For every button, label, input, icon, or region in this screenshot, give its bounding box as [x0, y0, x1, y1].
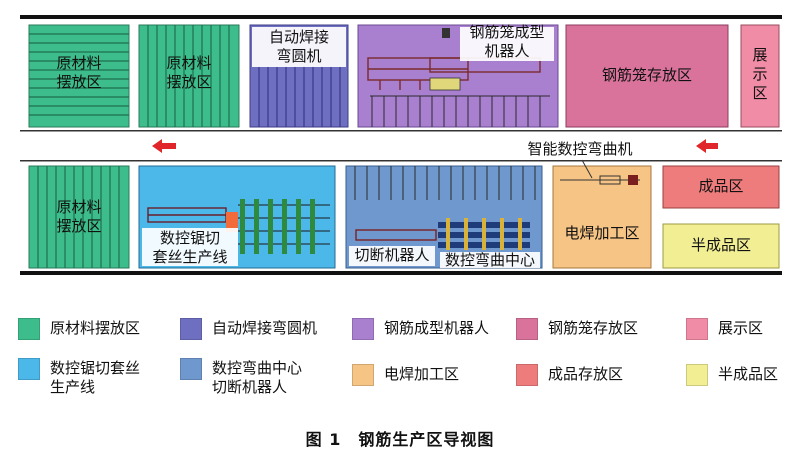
zone-raw-material-2 [138, 24, 240, 128]
label-cnc-bending-center: 数控弯曲中心 [444, 251, 535, 269]
legend-label: 钢筋笼存放区 [548, 319, 639, 337]
label-cage-forming-robot: 钢筋笼成型 机器人 [469, 23, 545, 60]
zone-finished-products [662, 165, 780, 209]
legend-label: 自动焊接弯圆机 [212, 319, 318, 337]
legend-item: 钢筋成型机器人 [352, 318, 489, 340]
legend-label: 数控弯曲中心 切断机器人 [212, 359, 303, 396]
zone-cnc-bending-center [345, 165, 543, 269]
zone-raw-material-1 [28, 24, 130, 128]
legend-item: 电焊加工区 [352, 364, 459, 386]
legend-label: 数控锯切套丝 生产线 [50, 359, 141, 396]
zone-display [740, 24, 780, 128]
figure-caption: 图 1 钢筋生产区导视图 [305, 430, 495, 449]
legend-label: 展示区 [718, 319, 764, 337]
legend-swatch [686, 364, 708, 386]
arrow-left-icon [696, 139, 718, 153]
aisle-divider-top [20, 130, 782, 132]
legend-item: 钢筋笼存放区 [516, 318, 638, 340]
label-semi-finished: 半成品区 [690, 236, 751, 254]
zone-cage-storage [565, 24, 729, 128]
legend-item: 半成品区 [686, 364, 778, 386]
label-finished-products: 成品区 [698, 177, 744, 195]
legend-item: 原材料摆放区 [18, 318, 140, 340]
arrow-left-icon [152, 139, 176, 153]
legend-swatch [180, 358, 202, 380]
label-raw-material-1: 原材料 摆放区 [56, 54, 102, 91]
legend-swatch [18, 318, 40, 340]
legend-item: 自动焊接弯圆机 [180, 318, 317, 340]
zone-cage-forming-robot [357, 24, 559, 128]
legend-label: 钢筋成型机器人 [384, 319, 490, 337]
zone-semi-finished [662, 223, 780, 269]
legend: 原材料摆放区 自动焊接弯圆机 钢筋成型机器人 钢筋笼存放区 展示区 数控锯切套丝… [0, 312, 800, 402]
legend-label: 原材料摆放区 [50, 319, 141, 337]
label-saw-threading-line: 数控锯切 套丝生产线 [152, 229, 228, 266]
legend-item: 展示区 [686, 318, 763, 340]
legend-label: 电焊加工区 [384, 365, 460, 383]
label-auto-weld-bending: 自动焊接 弯圆机 [268, 28, 329, 65]
legend-label: 成品存放区 [548, 365, 624, 383]
legend-swatch [516, 318, 538, 340]
label-cut-robot: 切断机器人 [354, 246, 430, 264]
label-display: 展 示 区 [752, 46, 768, 102]
label-electric-welding: 电焊加工区 [564, 224, 640, 242]
label-cnc-bending-machine: 智能数控弯曲机 [520, 140, 640, 159]
legend-swatch [352, 318, 374, 340]
legend-label: 半成品区 [718, 365, 779, 383]
aisle-divider-bottom [20, 160, 782, 162]
floor-plan [20, 15, 782, 275]
legend-swatch [180, 318, 202, 340]
legend-swatch [352, 364, 374, 386]
top-rail [20, 15, 782, 19]
legend-item: 数控弯曲中心 切断机器人 [180, 358, 302, 396]
zone-saw-threading-line [138, 165, 336, 269]
legend-swatch [18, 358, 40, 380]
zone-electric-welding [552, 159, 652, 269]
legend-swatch [516, 364, 538, 386]
legend-item: 数控锯切套丝 生产线 [18, 358, 140, 396]
bottom-rail [20, 271, 782, 275]
zone-auto-weld-bending [249, 24, 349, 128]
legend-swatch [686, 318, 708, 340]
label-raw-material-2: 原材料 摆放区 [166, 54, 212, 91]
label-raw-material-3: 原材料 摆放区 [56, 198, 102, 235]
legend-item: 成品存放区 [516, 364, 623, 386]
zone-raw-material-3 [28, 165, 130, 269]
label-cage-storage: 钢筋笼存放区 [601, 66, 692, 84]
